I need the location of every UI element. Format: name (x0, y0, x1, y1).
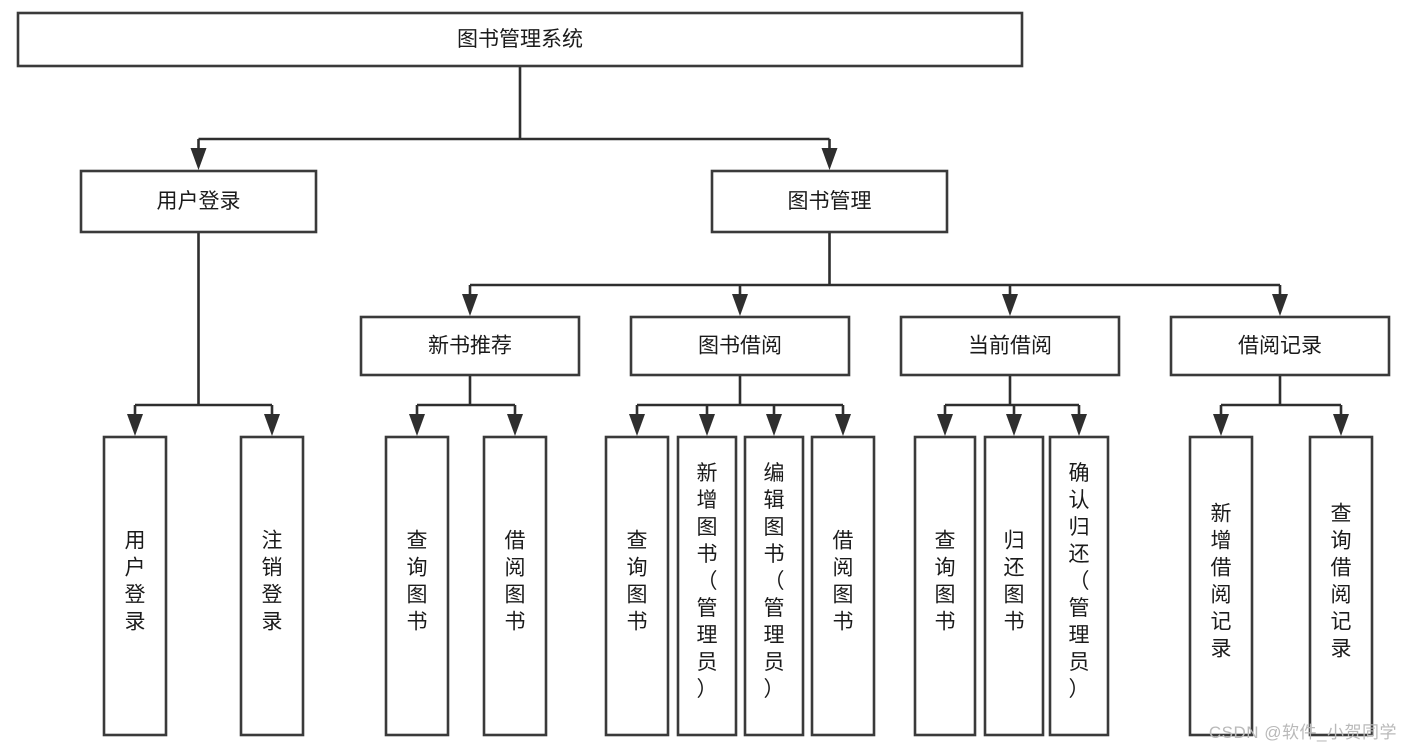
node-box (16, 11, 1024, 68)
node-box (239, 435, 305, 737)
node-l-edit-book-admin[interactable]: 编辑图书（管理员） (743, 435, 805, 737)
connector-layer (127, 66, 1349, 436)
node-label: 图书借阅 (698, 335, 782, 358)
node-label: 查询图书 (407, 530, 428, 634)
node-l-query-book-2[interactable]: 查询图书 (604, 435, 670, 737)
node-n-new-book-rec[interactable]: 新书推荐 (359, 315, 581, 377)
arrow-head-icon (821, 148, 838, 170)
node-label: 注销登录 (262, 530, 283, 634)
node-l-add-borrow-record[interactable]: 新增借阅记录 (1188, 435, 1254, 737)
node-box (899, 315, 1121, 377)
node-label: 归还图书 (1004, 530, 1025, 634)
node-box (482, 435, 548, 737)
node-l-query-book-3[interactable]: 查询图书 (913, 435, 977, 737)
node-box (79, 169, 318, 234)
node-box (1048, 435, 1110, 737)
arrow-head-icon (1002, 294, 1018, 316)
node-label: 编辑图书（管理员） (764, 462, 785, 701)
node-layer: 图书管理系统用户登录图书管理新书推荐图书借阅当前借阅借阅记录用户登录注销登录查询… (16, 11, 1391, 737)
arrow-head-icon (937, 414, 953, 436)
node-label: 用户登录 (157, 190, 241, 213)
node-n-borrow-record[interactable]: 借阅记录 (1169, 315, 1391, 377)
arrow-head-icon (127, 414, 143, 436)
node-l-query-borrow-record[interactable]: 查询借阅记录 (1308, 435, 1374, 737)
arrow-head-icon (1333, 414, 1349, 436)
node-l-user-login[interactable]: 用户登录 (102, 435, 168, 737)
node-label: 查询图书 (935, 530, 956, 634)
arrow-head-icon (264, 414, 280, 436)
arrow-head-icon (766, 414, 782, 436)
node-box (1308, 435, 1374, 737)
arrow-head-icon (1071, 414, 1087, 436)
arrow-head-icon (699, 414, 715, 436)
node-box (913, 435, 977, 737)
arrow-head-icon (462, 294, 478, 316)
node-box (743, 435, 805, 737)
node-n-book-borrow[interactable]: 图书借阅 (629, 315, 851, 377)
node-box (983, 435, 1045, 737)
node-root[interactable]: 图书管理系统 (16, 11, 1024, 68)
node-box (384, 435, 450, 737)
node-label: 用户登录 (125, 530, 146, 634)
node-n-current-borrow[interactable]: 当前借阅 (899, 315, 1121, 377)
node-box (1188, 435, 1254, 737)
node-n-user-login[interactable]: 用户登录 (79, 169, 318, 234)
arrow-head-icon (1272, 294, 1288, 316)
node-l-borrow-book-2[interactable]: 借阅图书 (810, 435, 876, 737)
node-n-book-manage[interactable]: 图书管理 (710, 169, 949, 234)
arrow-head-icon (629, 414, 645, 436)
node-label: 确认归还（管理员） (1069, 462, 1090, 701)
arrow-head-icon (1006, 414, 1022, 436)
node-label: 查询借阅记录 (1331, 503, 1352, 661)
arrow-head-icon (409, 414, 425, 436)
node-box (1169, 315, 1391, 377)
node-l-return-book[interactable]: 归还图书 (983, 435, 1045, 737)
arrow-head-icon (835, 414, 851, 436)
node-l-logout[interactable]: 注销登录 (239, 435, 305, 737)
arrow-head-icon (190, 148, 207, 170)
node-label: 新增借阅记录 (1211, 503, 1232, 661)
node-label: 查询图书 (627, 530, 648, 634)
node-l-query-book-1[interactable]: 查询图书 (384, 435, 450, 737)
node-box (810, 435, 876, 737)
node-label: 借阅记录 (1238, 335, 1322, 358)
node-box (102, 435, 168, 737)
node-label: 新书推荐 (428, 335, 512, 358)
node-box (710, 169, 949, 234)
node-label: 借阅图书 (505, 530, 526, 634)
node-box (359, 315, 581, 377)
node-label: 借阅图书 (833, 530, 854, 634)
arrow-head-icon (507, 414, 523, 436)
node-label: 图书管理 (788, 190, 872, 213)
arrow-head-icon (732, 294, 748, 316)
node-l-borrow-book-1[interactable]: 借阅图书 (482, 435, 548, 737)
arrow-head-icon (1213, 414, 1229, 436)
node-box (604, 435, 670, 737)
node-box (629, 315, 851, 377)
node-label: 当前借阅 (968, 335, 1052, 358)
node-box (676, 435, 738, 737)
node-l-add-book-admin[interactable]: 新增图书（管理员） (676, 435, 738, 737)
node-l-confirm-return-admin[interactable]: 确认归还（管理员） (1048, 435, 1110, 737)
node-label: 图书管理系统 (457, 28, 583, 51)
node-label: 新增图书（管理员） (697, 462, 718, 701)
